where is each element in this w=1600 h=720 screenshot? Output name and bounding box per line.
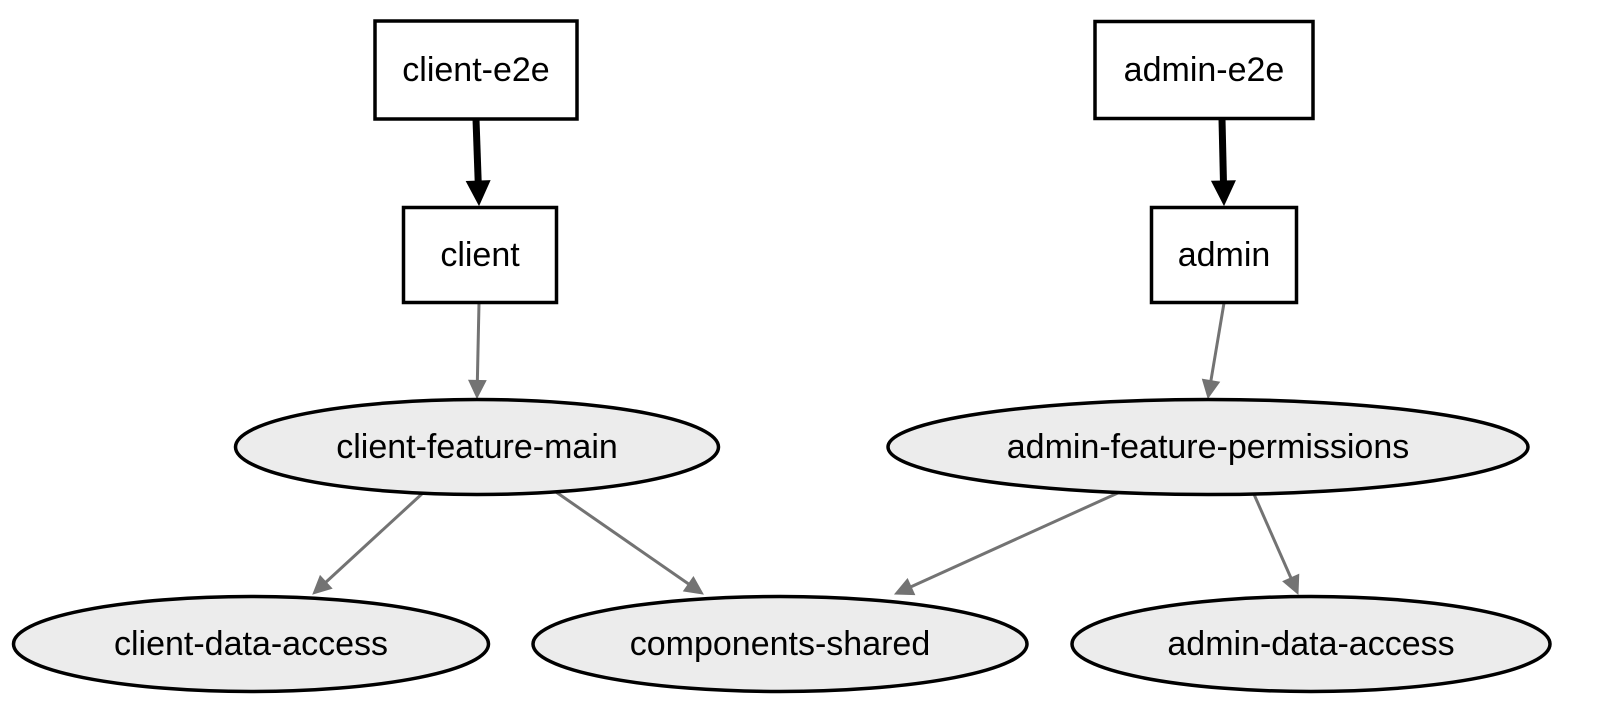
edge-arrowhead [893,577,916,596]
edge-arrowhead [1282,573,1300,596]
node-rect-shape[interactable] [373,19,579,121]
node-ellipse-shape[interactable] [233,397,721,497]
edge-arrowhead [1201,378,1221,400]
edge-line [909,490,1121,589]
graph-node-client[interactable]: client [401,205,559,305]
graph-edge [468,302,487,400]
edge-arrowhead [465,180,491,207]
edge-line [472,118,482,182]
graph-node-admin[interactable]: admin [1149,205,1299,305]
node-ellipse-shape[interactable] [1070,594,1552,694]
edge-arrowhead [312,574,333,595]
graph-edge [893,490,1121,596]
node-ellipse-shape[interactable] [11,594,491,694]
node-label: admin-data-access [1167,625,1454,663]
node-ellipse-shape[interactable] [531,594,1029,694]
graph-edge [1251,491,1300,596]
graph-edge [465,118,491,207]
nodes-layer: client-e2e client admin-e2e admin client-fea… [11,19,1552,694]
node-label: admin [1178,236,1271,274]
graph-node-client-data-access[interactable]: client-data-access [11,594,491,694]
graph-edge [312,490,426,595]
node-ellipse-shape[interactable] [886,397,1530,497]
edges-layer [312,118,1300,596]
node-rect-shape[interactable] [1093,19,1315,121]
edge-arrowhead [682,575,704,595]
graph-edge [1210,118,1236,207]
edge-arrowhead [468,379,487,400]
node-label: client [440,236,520,274]
node-label: client-data-access [114,625,388,663]
graph-node-components-shared[interactable]: components-shared [531,594,1029,694]
node-label: client-feature-main [336,428,618,466]
node-rect-shape[interactable] [1149,205,1299,305]
node-label: admin-feature-permissions [1007,428,1410,466]
node-label: client-e2e [402,51,549,89]
graph-node-client-feature-main[interactable]: client-feature-main [233,397,721,497]
graph-node-admin-feature-permissions[interactable]: admin-feature-permissions [886,397,1530,497]
edge-line [475,302,481,381]
edge-arrowhead [1210,180,1236,207]
graph-node-admin-data-access[interactable]: admin-data-access [1070,594,1552,694]
graph-edge [555,490,704,595]
edge-line [324,490,426,584]
node-label: admin-e2e [1124,51,1285,89]
graph-node-admin-e2e[interactable]: admin-e2e [1093,19,1315,121]
graph-node-client-e2e[interactable]: client-e2e [373,19,579,121]
edge-line [555,490,690,586]
node-label: components-shared [630,625,931,663]
graph-edge [1201,302,1226,400]
node-rect-shape[interactable] [401,205,559,305]
edge-line [1251,491,1293,580]
edge-line [1209,302,1226,382]
edge-line [1218,118,1227,182]
